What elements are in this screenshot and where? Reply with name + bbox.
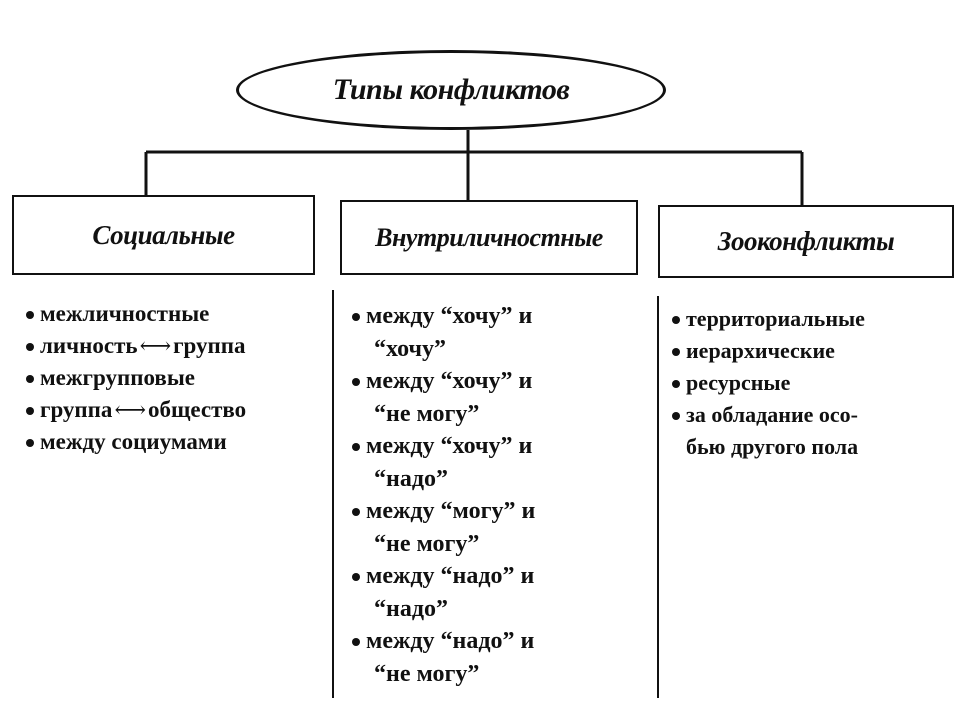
double-arrow-icon: ⟷	[114, 397, 146, 422]
list-item: за обладание осо-бью другого пола	[670, 399, 865, 463]
list-item: межличностные	[24, 298, 246, 330]
root-node: Типы конфликтов	[236, 50, 666, 130]
list-item: между “хочу” и“хочу”	[350, 300, 535, 365]
list-item: ресурсные	[670, 367, 865, 399]
category-social: Социальные	[12, 195, 315, 275]
list-item: между “хочу” и“надо”	[350, 430, 535, 495]
list-item: между “хочу” и“не могу”	[350, 365, 535, 430]
list-item: между “надо” и“не могу”	[350, 625, 535, 690]
column-divider-left	[332, 290, 334, 698]
list-item: личность⟷группа	[24, 330, 246, 362]
double-arrow-icon: ⟷	[139, 333, 172, 358]
list-item: иерархические	[670, 335, 865, 367]
root-title: Типы конфликтов	[332, 73, 570, 106]
list-item: между “могу” и“не могу”	[350, 495, 535, 560]
zoo-list: территориальные иерархические ресурсные …	[670, 303, 865, 463]
column-divider-right	[657, 296, 659, 698]
list-item: между социумами	[24, 426, 246, 458]
intrapersonal-list: между “хочу” и“хочу” между “хочу” и“не м…	[350, 300, 535, 690]
list-item: группа⟷общество	[24, 394, 246, 426]
social-list: межличностные личность⟷группа межгруппов…	[24, 298, 246, 458]
list-item: территориальные	[670, 303, 865, 335]
list-item: межгрупповые	[24, 362, 246, 394]
category-intrapersonal: Внутриличностные	[340, 200, 638, 275]
category-zoo: Зооконфликты	[658, 205, 954, 278]
list-item: между “надо” и“надо”	[350, 560, 535, 625]
